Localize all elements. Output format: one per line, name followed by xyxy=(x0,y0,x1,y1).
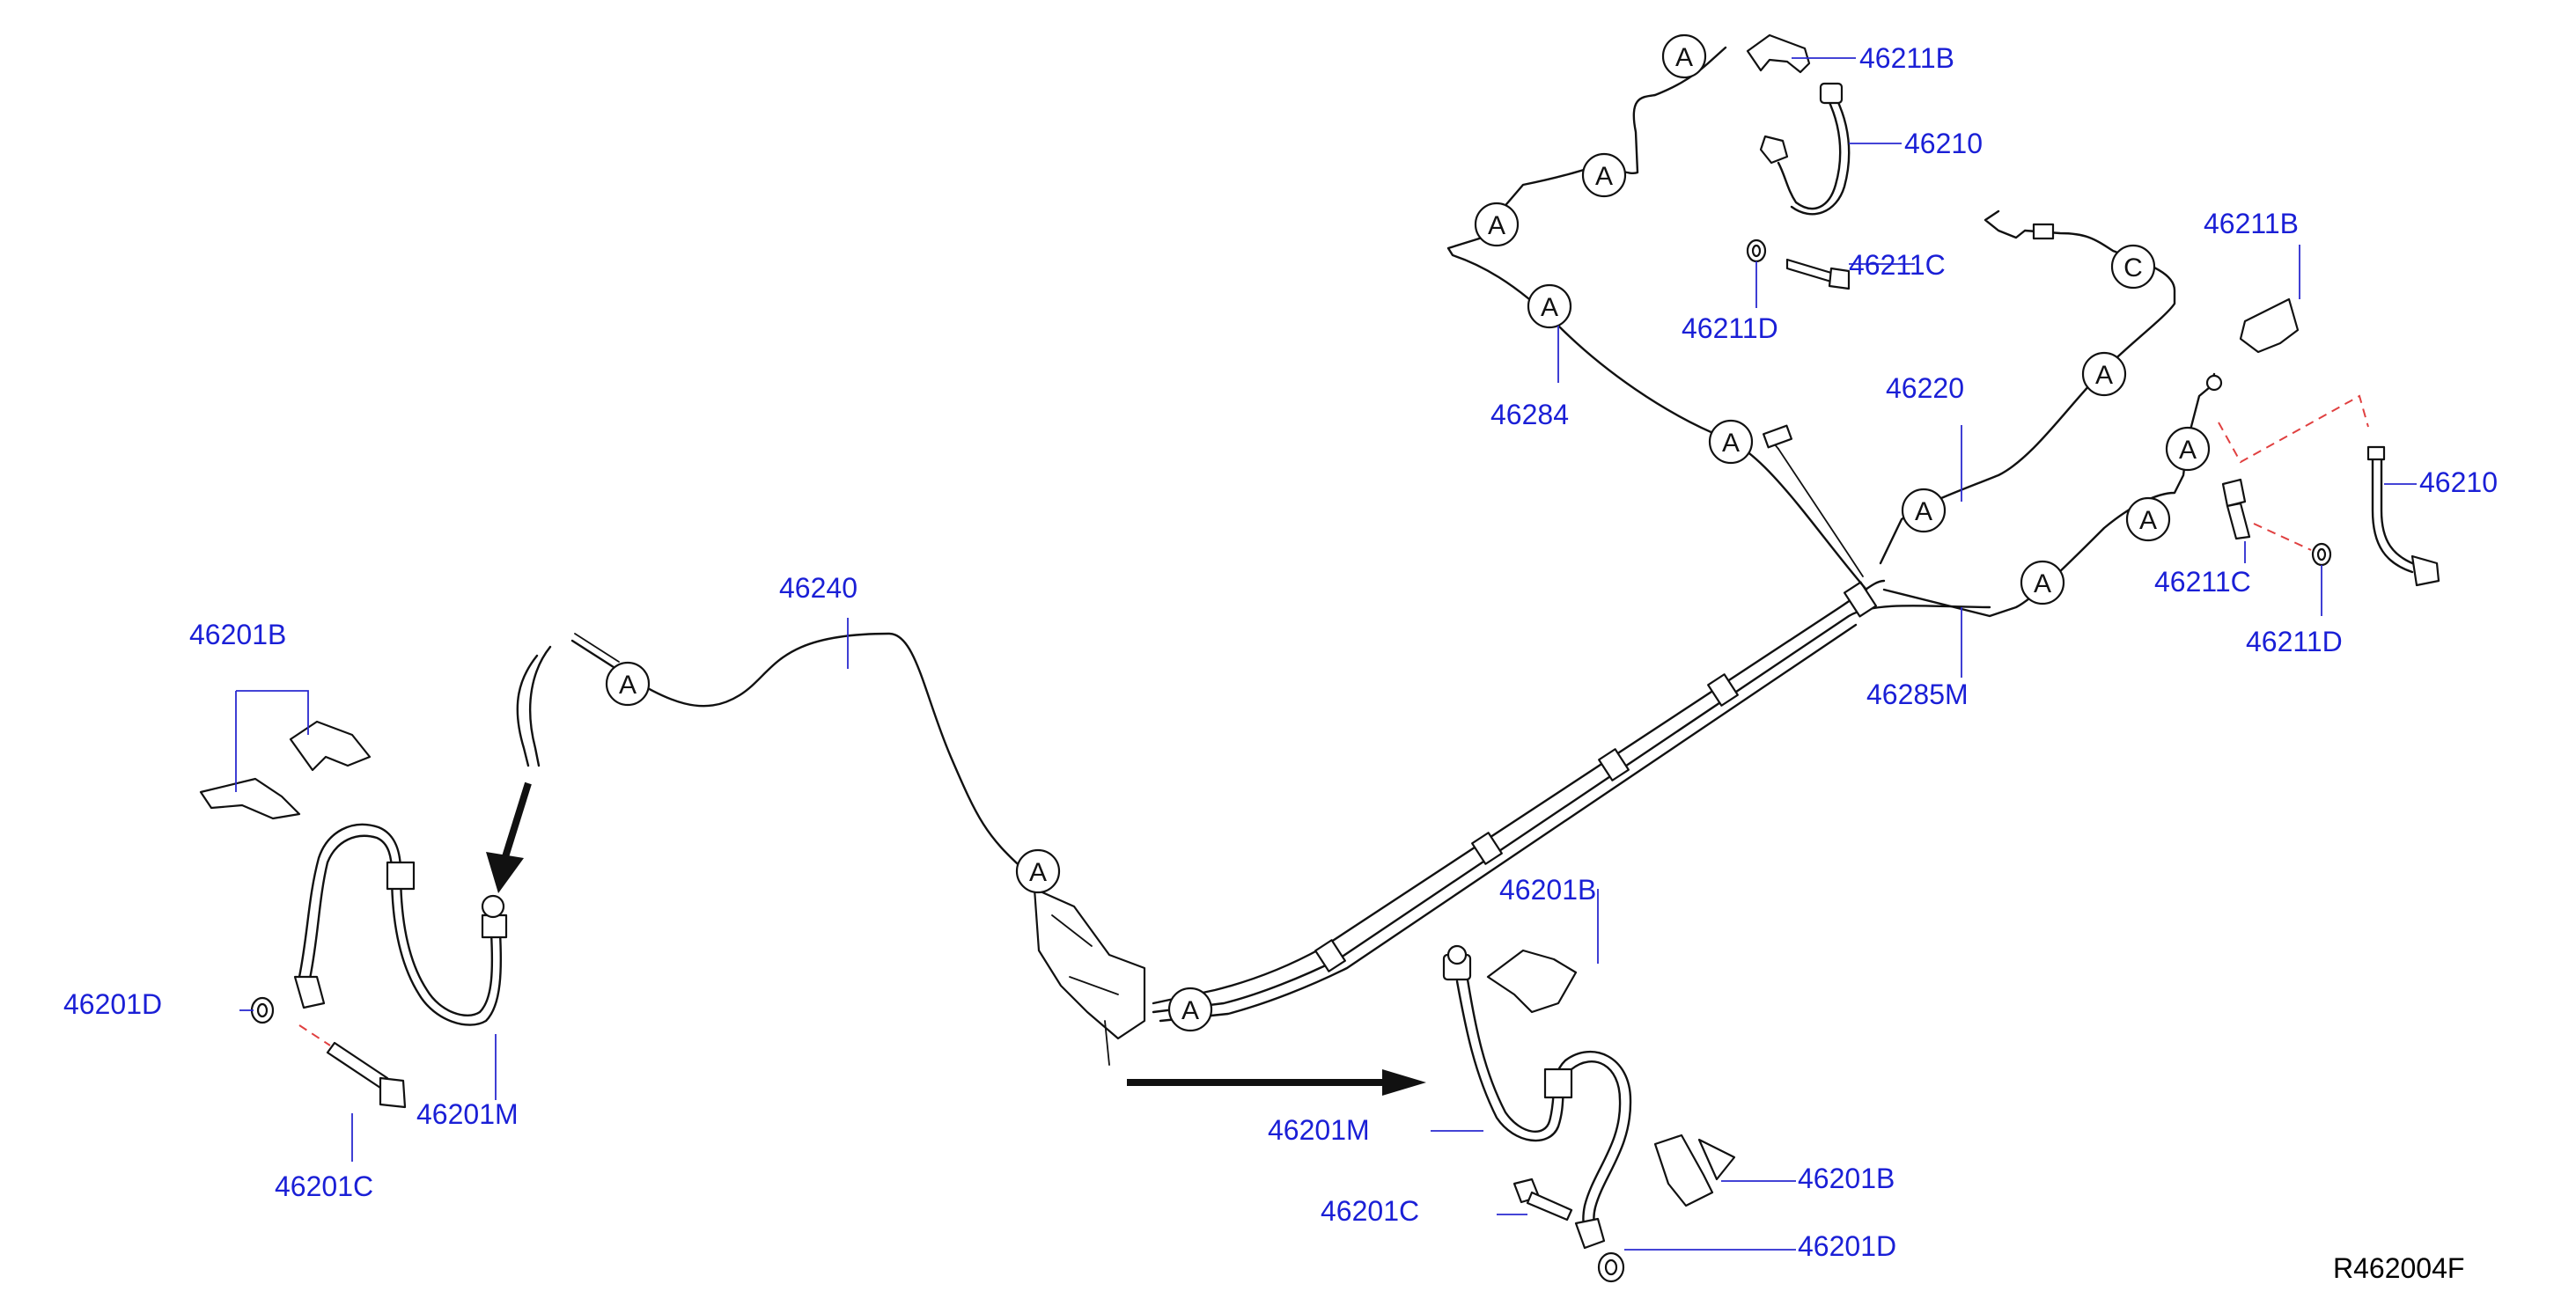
part-label-46211d-right: 46211D xyxy=(2246,626,2343,657)
arrow-icon xyxy=(1127,1069,1426,1096)
pipe-46285M xyxy=(1882,372,2216,618)
part-label-46201c-left: 46201C xyxy=(275,1170,374,1202)
marker-a: A xyxy=(2081,351,2127,397)
part-46211D-right-washer xyxy=(2311,542,2332,567)
part-46211C-top-bolt xyxy=(1785,258,1851,290)
part-label-46285m: 46285M xyxy=(1866,679,1969,710)
marker-a: A xyxy=(1527,283,1572,329)
marker-a: A xyxy=(2165,426,2211,472)
marker-a: A xyxy=(1167,987,1213,1032)
pipe-clips xyxy=(1314,581,1878,972)
hose-link-left-2 xyxy=(528,645,552,767)
pipe-46284 xyxy=(1446,46,1868,591)
part-46201B-mid-clip xyxy=(1486,949,1578,1014)
part-46201B-right-clip xyxy=(1653,1134,1736,1207)
part-46211D-top-washer xyxy=(1746,238,1767,263)
connection-markers: A A A A A A A A A A C A A A xyxy=(605,33,2211,1032)
pipe-main-rear-1 xyxy=(1152,605,1991,1014)
dashed-connector-left xyxy=(298,1024,331,1046)
svg-text:A: A xyxy=(1029,858,1047,887)
svg-text:A: A xyxy=(1722,429,1740,458)
svg-text:A: A xyxy=(619,671,637,700)
part-46211C-right-bolt xyxy=(2221,478,2251,540)
svg-text:A: A xyxy=(1675,43,1693,72)
part-46201C-left-bolt xyxy=(326,1041,407,1109)
svg-text:A: A xyxy=(2034,569,2051,598)
marker-a: A xyxy=(1708,419,1754,465)
part-46210-top-hose xyxy=(1759,82,1851,216)
part-46201M-left-hose xyxy=(293,823,508,1026)
marker-a: A xyxy=(1661,33,1707,79)
pipe-main-rear-3 xyxy=(1159,623,1858,1023)
part-46210-right-hose xyxy=(2366,445,2440,587)
part-46201B-left-clips xyxy=(199,720,372,820)
part-label-46211c-top: 46211C xyxy=(1849,249,1946,281)
svg-text:A: A xyxy=(1595,162,1613,191)
part-label-46211b-top: 46211B xyxy=(1859,42,1954,74)
part-label-46201b-mid: 46201B xyxy=(1499,874,1597,906)
part-label-46201m-mid: 46201M xyxy=(1268,1114,1370,1146)
part-46201D-left-washer xyxy=(250,996,275,1024)
marker-a: A xyxy=(2020,560,2065,605)
marker-a: A xyxy=(1015,848,1061,894)
part-46201C-mid-bolt xyxy=(1512,1178,1573,1222)
marker-a: A xyxy=(1474,202,1520,247)
part-label-46211d-top: 46211D xyxy=(1682,312,1778,344)
part-label-46211c-right: 46211C xyxy=(2154,566,2251,598)
dashed-connector-bolt xyxy=(2253,523,2312,551)
part-label-46240: 46240 xyxy=(779,572,857,604)
hose-link-left xyxy=(516,654,539,767)
part-46211B-right-clip xyxy=(2239,297,2300,354)
svg-text:A: A xyxy=(2179,436,2197,465)
pipe-main-rear-2 xyxy=(1152,579,1886,1005)
svg-text:A: A xyxy=(1915,497,1932,526)
part-label-46201c-mid: 46201C xyxy=(1321,1195,1420,1227)
svg-text:A: A xyxy=(1488,211,1505,240)
pipe-46220 xyxy=(1879,209,2176,565)
part-label-46201b-right: 46201B xyxy=(1798,1163,1895,1194)
marker-a: A xyxy=(2125,496,2171,542)
marker-a: A xyxy=(1901,488,1947,533)
svg-text:A: A xyxy=(1541,293,1558,322)
svg-text:A: A xyxy=(1181,996,1199,1025)
brake-pipes xyxy=(570,46,2223,1066)
part-label-46201d-left: 46201D xyxy=(63,988,163,1020)
marker-c: C xyxy=(2110,244,2156,290)
part-label-46284: 46284 xyxy=(1490,399,1569,430)
marker-a: A xyxy=(1581,152,1627,198)
junction-block xyxy=(1033,887,1146,1040)
part-label-46201m-left: 46201M xyxy=(416,1098,519,1130)
svg-text:A: A xyxy=(2139,506,2157,535)
part-label-46211b-right: 46211B xyxy=(2204,208,2299,239)
part-label-46210-top: 46210 xyxy=(1904,128,1983,159)
part-label-46210-right: 46210 xyxy=(2419,466,2498,498)
part-46201D-right-washer xyxy=(1597,1251,1625,1283)
svg-text:C: C xyxy=(2123,253,2143,282)
part-46201M-mid-hose xyxy=(1442,944,1632,1250)
dashed-connector-right xyxy=(2218,394,2369,464)
leader-lines xyxy=(235,57,2417,1251)
part-label-46201d-right: 46201D xyxy=(1798,1230,1897,1262)
arrow-icon xyxy=(486,781,532,893)
part-46211B-top-clip xyxy=(1746,33,1811,74)
pipe-46240 xyxy=(570,632,1027,873)
part-label-46201b-left: 46201B xyxy=(189,619,287,650)
svg-text:A: A xyxy=(2095,361,2113,390)
marker-a: A xyxy=(605,661,651,707)
part-label-46220: 46220 xyxy=(1886,372,1964,404)
diagram-code: R462004F xyxy=(2333,1252,2465,1284)
